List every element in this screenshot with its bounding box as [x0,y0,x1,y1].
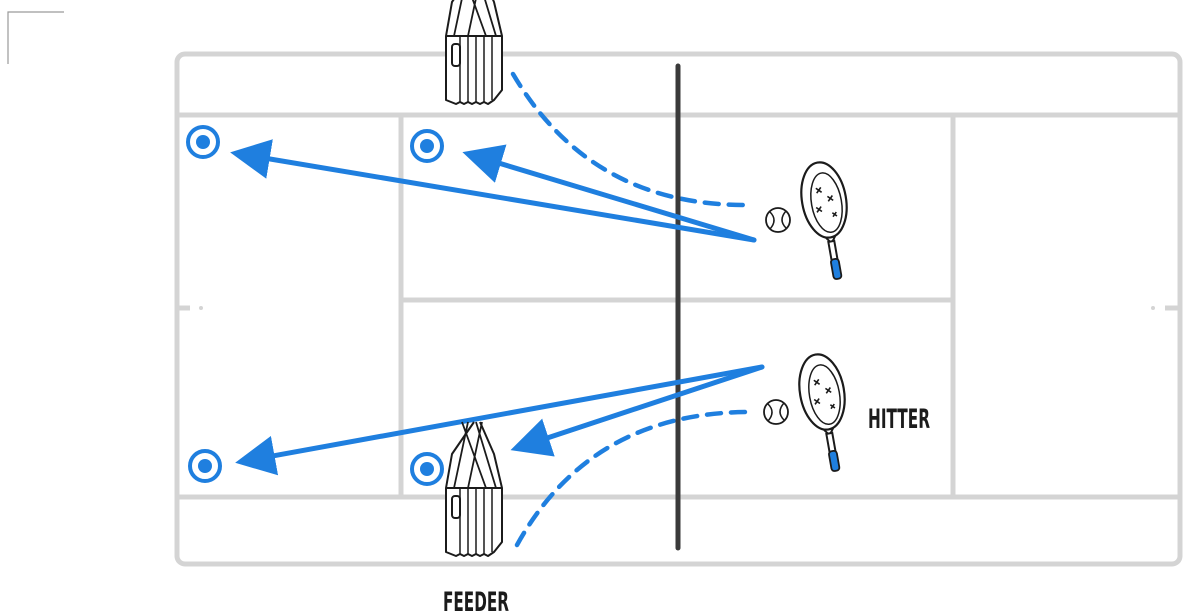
tennis-ball-icon [763,399,789,425]
shot-arrow-deep-top [230,139,757,243]
target-icon [410,452,444,486]
target-icon [186,125,220,159]
target-icon [410,129,444,163]
center-mark-dot-right [1151,306,1155,310]
shot-arrow-short-bottom [510,364,765,457]
ball-basket-icon [445,421,503,557]
ball-basket-icon [445,0,503,105]
corner-mark [7,11,64,64]
tennis-racket-icon [794,157,861,284]
feed-path-top [510,71,748,208]
tennis-ball-icon [765,207,791,233]
feeder-label: FEEDER [443,587,509,614]
shot-arrow-deep-bottom [235,364,765,476]
hitter-label: HITTER [868,404,930,435]
shot-arrow-short-top [462,144,757,243]
tennis-court [174,51,1183,567]
tennis-racket-icon [792,349,859,476]
target-icon [188,449,222,483]
center-mark-dot-left [199,306,203,310]
feed-path-bottom [514,409,751,548]
